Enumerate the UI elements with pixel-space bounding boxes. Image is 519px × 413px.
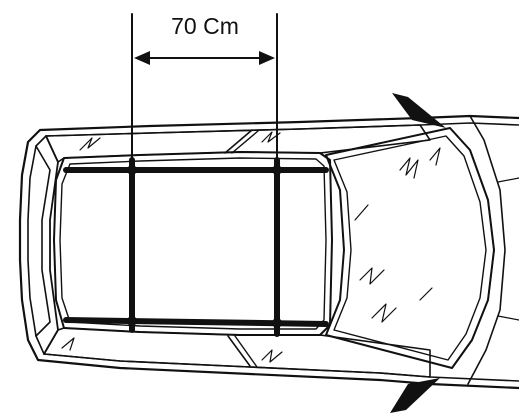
- rack-rail-rear: [63, 317, 329, 327]
- dimension-indicator: 70 Cm: [131, 13, 278, 161]
- rack-foot-icon: [272, 318, 282, 328]
- dimension-label: 70 Cm: [171, 13, 239, 39]
- dimension-arrow-left-icon: [134, 51, 150, 65]
- rack-foot-icon: [127, 316, 137, 326]
- side-mirror-icon: [390, 378, 440, 413]
- roof-rack-crossbar-icon: [63, 157, 329, 337]
- windshield-icon: [325, 115, 519, 385]
- side-mirror-icon: [392, 93, 446, 128]
- car-roof-outline-icon: [18, 114, 519, 390]
- rack-foot-icon: [127, 165, 137, 175]
- rack-foot-icon: [272, 165, 282, 175]
- dimension-arrow-right-icon: [259, 51, 275, 65]
